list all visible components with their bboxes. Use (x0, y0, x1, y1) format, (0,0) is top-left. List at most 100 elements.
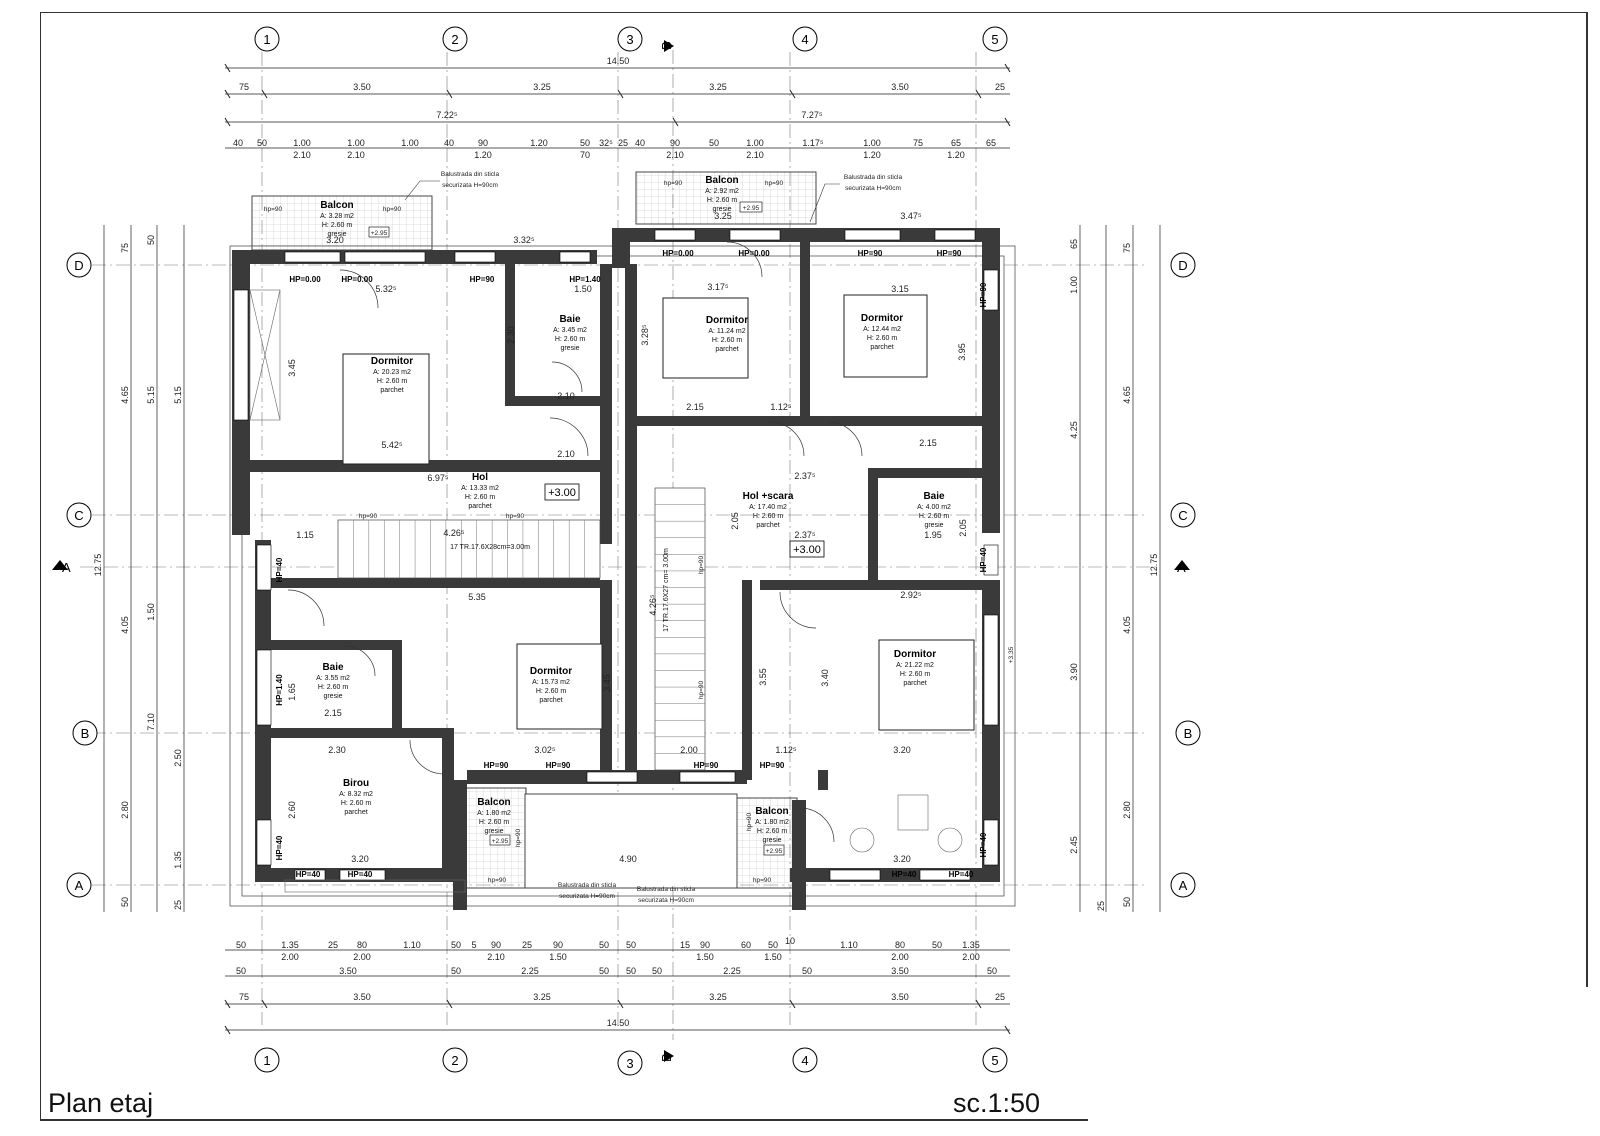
grid-label-b-right: B (1184, 726, 1193, 741)
sheet-frame-right (1586, 12, 1588, 987)
room-dim: 1.95 (924, 530, 942, 540)
dim-vertical: 50 (1122, 897, 1132, 907)
room-dim: 3.45 (287, 359, 297, 377)
hp-label: HP=40 (892, 870, 917, 879)
dim-vertical: 1.00 (1069, 276, 1079, 294)
dim-detail: 2.00 (353, 952, 371, 962)
room-name: Baie (923, 491, 945, 502)
dim-detail: 90 (491, 940, 501, 950)
grid-label-1-bottom: 1 (263, 1053, 270, 1068)
hp-label: HP=40 (979, 832, 988, 857)
dim-vertical: 12.75 (93, 554, 103, 577)
room-finish: parchet (468, 503, 491, 510)
room-name: Balcon (705, 175, 738, 186)
hp-small: hp=90 (698, 555, 705, 574)
hp-small: hp=90 (664, 180, 683, 187)
stair-note-secondary: 17 TR.17.6X27 cm= 3.00m (663, 548, 670, 632)
dim-bay: 75 (239, 82, 249, 92)
room-area: A: 1.80 m2 (477, 810, 511, 817)
room-name: Dormitor (706, 315, 748, 326)
section-b-top: B (659, 41, 674, 50)
room-height: H: 2.60 m (919, 513, 950, 520)
room-height: H: 2.60 m (757, 828, 788, 835)
hp-small: hp=90 (264, 206, 283, 213)
room-name: Balcon (320, 200, 353, 211)
dim-detail: 2.10 (666, 150, 684, 160)
hp-label: HP=90 (484, 761, 509, 770)
grid-label-a-left: A (75, 878, 84, 893)
leader-lines (404, 180, 840, 223)
room-height: H: 2.60 m (707, 197, 738, 204)
hp-label: HP=90 (760, 761, 785, 770)
dim-bay: 75 (239, 992, 249, 1002)
dim-detail: 90 (700, 940, 710, 950)
door-swings (287, 241, 863, 843)
dim-detail: 90 (670, 138, 680, 148)
dim-detail: 65 (951, 138, 961, 148)
stair-secondary (654, 487, 706, 771)
room-area: A: 3.28 m2 (320, 213, 354, 220)
room-dim: 3.32⁵ (513, 235, 535, 245)
dim-detail: 1.20 (863, 150, 881, 160)
room-area: A: 4.00 m2 (917, 504, 951, 511)
room-finish: parchet (380, 387, 403, 394)
dim-detail: 50 (599, 940, 609, 950)
room-dim: 3.02⁵ (534, 745, 556, 755)
room-dim: 3.20 (893, 854, 911, 864)
grid-bubbles-sides (66, 252, 1201, 898)
room-dim: 2.15 (324, 708, 342, 718)
balustrade-note: Balustrada din sticla (637, 886, 696, 893)
dim-vertical: 3.90 (1069, 663, 1079, 681)
hp-small: hp=90 (506, 513, 525, 520)
grid-label-c-right: C (1178, 508, 1187, 523)
stair-length-secondary: 4.26⁵ (648, 594, 658, 616)
room-dim: 2.92⁵ (900, 590, 922, 600)
dim-detail: 50 (236, 966, 246, 976)
stair-main (337, 519, 601, 579)
room-area: A: 2.92 m2 (705, 188, 739, 195)
dim-detail: 1.10 (840, 940, 858, 950)
dim-vertical: 65 (1069, 239, 1079, 249)
room-name: Hol +scara (743, 491, 794, 502)
dim-detail: 32⁵ (599, 138, 613, 148)
dim-detail: 60 (741, 940, 751, 950)
hp-label: HP=0.00 (662, 249, 694, 258)
dim-detail: 5 (471, 940, 476, 950)
hp-label: HP=40 (979, 547, 988, 572)
room-dim: 2.60 (287, 801, 297, 819)
grid-label-2-bottom: 2 (451, 1053, 458, 1068)
room-dim: 3.17⁵ (707, 282, 729, 292)
room-name: Balcon (755, 806, 788, 817)
dim-detail: 15 (680, 940, 690, 950)
grid-label-3-top: 3 (626, 32, 633, 47)
windows (233, 229, 999, 881)
dim-detail: 1.00 (401, 138, 419, 148)
dim-vertical: 5.15 (146, 386, 156, 404)
hp-label: HP=90 (546, 761, 571, 770)
dim-vertical: 25 (1096, 901, 1106, 911)
dim-half: 7.27⁵ (801, 110, 823, 120)
room-name: Baie (559, 314, 581, 325)
dim-detail: 1.50 (764, 952, 782, 962)
dim-detail: 40 (233, 138, 243, 148)
dim-detail: 50 (626, 940, 636, 950)
dim-right: 12.75 75 4.65 4.05 2.80 50 65 1.00 4.25 … (1069, 239, 1159, 911)
dim-detail: 1.00 (293, 138, 311, 148)
room-dim: 3.47⁵ (900, 211, 922, 221)
dim-detail: 90 (478, 138, 488, 148)
dim-detail: 2.25 (521, 966, 539, 976)
grid-label-d-right: D (1178, 258, 1187, 273)
room-dim: 2.37⁵ (794, 471, 816, 481)
room-name: Baie (322, 662, 344, 673)
dim-detail: 2.00 (281, 952, 299, 962)
room-finish: parchet (756, 522, 779, 529)
room-finish: parchet (903, 680, 926, 687)
hp-label: HP=0.00 (738, 249, 770, 258)
dim-detail: 50 (451, 940, 461, 950)
room-area: A: 3.45 m2 (553, 327, 587, 334)
room-dim: 5.42⁵ (381, 440, 403, 450)
room-dim: 1.12⁵ (775, 745, 797, 755)
room-area: A: 11.24 m2 (708, 328, 745, 335)
room-dim: 1.50 (574, 284, 592, 294)
hp-label: HP=40 (949, 870, 974, 879)
